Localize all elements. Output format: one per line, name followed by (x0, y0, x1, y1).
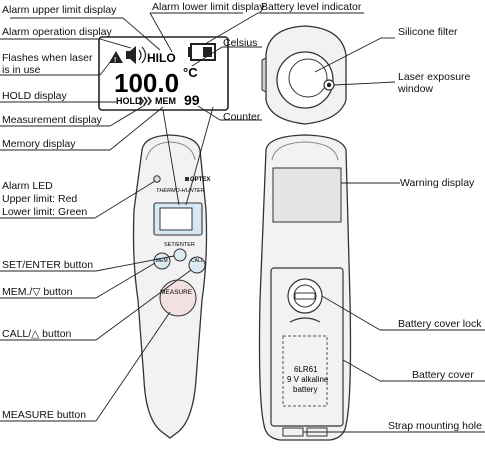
device-front: OPTEX THERMO-HUNTER SET/ENTER MEM CALL M… (132, 134, 210, 439)
battery-icon (188, 43, 216, 61)
svg-text:!: ! (114, 57, 116, 64)
warning-display-panel (272, 167, 342, 223)
label-silicone-filter: Silicone filter (398, 26, 458, 38)
label-measurement-display: Measurement display (2, 114, 102, 126)
label-warning-display: Warning display (400, 177, 475, 189)
alarm-led (153, 175, 161, 183)
brand-logo: OPTEX (190, 177, 210, 183)
call-key[interactable] (188, 256, 206, 274)
battery-text-3: battery (293, 385, 317, 394)
label-celsius: Celsius (223, 37, 258, 49)
label-alarm-led-1: Alarm LED (2, 180, 53, 192)
measurement-icon (139, 96, 152, 106)
label-alarm-lower-limit: Alarm lower limit display (152, 1, 265, 13)
lcd-hold: HOLD (116, 96, 142, 106)
mem-key[interactable] (153, 252, 171, 270)
battery-text-1: 6LR61 (294, 365, 318, 374)
measure-key-label: MEASURE (160, 289, 193, 296)
silicone-filter (288, 58, 328, 98)
label-measure-button: MEASURE button (2, 409, 87, 421)
call-key-label: CALL (191, 258, 204, 264)
mem-key-label: MEM (156, 258, 168, 264)
label-alarm-upper-limit: Alarm upper limit display (2, 4, 117, 16)
label-set-enter: SET/ENTER button (2, 259, 94, 271)
label-counter: Counter (223, 111, 261, 123)
device-top-view (261, 25, 347, 125)
label-laser-window-1: Laser exposure (398, 71, 471, 83)
label-laser-window-2: window (398, 83, 434, 95)
lcd-counter: 99 (184, 92, 200, 108)
laser-warning-icon (109, 51, 123, 63)
set-enter-label: SET/ENTER (164, 242, 195, 248)
label-alarm-operation: Alarm operation display (2, 26, 112, 38)
label-alarm-led-2: Upper limit: Red (2, 193, 78, 205)
label-hold-display: HOLD display (2, 90, 67, 102)
device-back: 6LR61 9 V alkaline battery (258, 134, 352, 441)
battery-text-2: 9 V alkaline (287, 375, 329, 384)
lcd-mem: MEM (155, 96, 176, 106)
measure-key[interactable] (159, 279, 197, 317)
lcd-closeup: ! HILO 100.0 °C HOLD MEM 99 (98, 36, 229, 111)
label-laser-flash-1: Flashes when laser (2, 52, 93, 64)
label-alarm-led-3: Lower limit: Green (2, 206, 88, 218)
lcd-reading: 100.0 (114, 68, 179, 98)
label-battery-cover-lock: Battery cover lock (398, 318, 482, 330)
label-mem-button: MEM./▽ button (2, 286, 73, 298)
label-battery-cover: Battery cover (412, 369, 474, 381)
set-enter-key[interactable] (173, 248, 187, 262)
label-memory-display: Memory display (2, 138, 76, 150)
alarm-speaker-icon (126, 46, 147, 64)
battery-outline (282, 335, 328, 407)
label-strap-hole: Strap mounting hole (388, 420, 482, 432)
label-battery-level: Battery level indicator (261, 1, 362, 13)
lcd-unit: °C (183, 65, 198, 80)
model-name: THERMO-HUNTER (156, 188, 205, 194)
label-laser-flash-2: is in use (2, 64, 41, 76)
leader-lines (0, 12, 485, 433)
lcd-hilo: HILO (147, 51, 176, 65)
label-call-button: CALL/△ button (2, 328, 72, 340)
battery-cover-panel (270, 267, 344, 427)
